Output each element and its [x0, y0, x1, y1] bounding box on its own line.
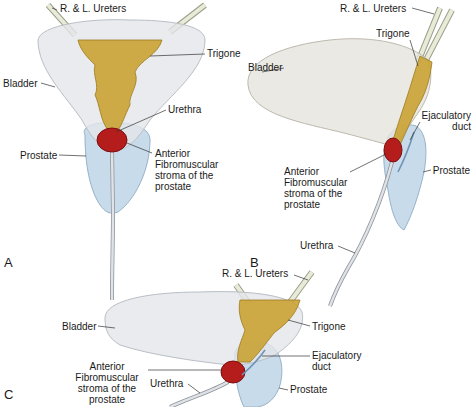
part-label: Trigone: [312, 321, 346, 332]
urethra-tube: [112, 150, 113, 300]
part-label: Anterior Fibromuscular stroma of the pro…: [284, 166, 352, 210]
part-label: Bladder: [62, 321, 96, 332]
part-label: R. & L. Ureters: [60, 3, 126, 14]
bladder-shape: [105, 292, 303, 365]
ureter-tube: [418, 8, 452, 62]
part-label: Bladder: [3, 78, 37, 89]
fibromuscular-stroma: [221, 361, 245, 383]
part-label: Prostate: [20, 150, 57, 161]
part-label: Trigone: [376, 28, 410, 39]
trigone-shape: [238, 300, 300, 362]
part-label: Prostate: [433, 165, 470, 176]
trigone-shape: [78, 40, 162, 130]
prostate-shape: [384, 125, 426, 230]
part-label: R. & L. Ureters: [222, 268, 288, 279]
part-label: Urethra: [300, 240, 333, 251]
panel-letter: C: [4, 388, 13, 402]
part-label: R. & L. Ureters: [340, 3, 406, 14]
fibromuscular-stroma: [384, 138, 402, 162]
part-label: Anterior Fibromuscular stroma of the pro…: [68, 361, 146, 405]
part-label: Urethra: [168, 104, 201, 115]
part-label: Prostate: [290, 384, 327, 395]
part-label: Anterior Fibromuscular stroma of the pro…: [155, 148, 230, 192]
urethra-outline: [112, 150, 113, 300]
leader-lines: [262, 8, 434, 253]
part-label: Ejaculatory duct: [415, 110, 471, 132]
part-label: Bladder: [248, 62, 282, 73]
part-label: Trigone: [207, 48, 241, 59]
trigone-shape: [391, 56, 432, 147]
ejaculatory-duct: [398, 132, 414, 172]
part-label: Ejaculatory duct: [312, 350, 370, 372]
panel-b: [248, 8, 452, 306]
leader-lines: [41, 8, 205, 156]
ejaculatory-duct: [242, 350, 265, 375]
ureter-outline: [418, 8, 452, 62]
fibromuscular-stroma: [97, 128, 127, 152]
part-label: Urethra: [150, 378, 183, 389]
panel-letter: A: [4, 256, 13, 270]
